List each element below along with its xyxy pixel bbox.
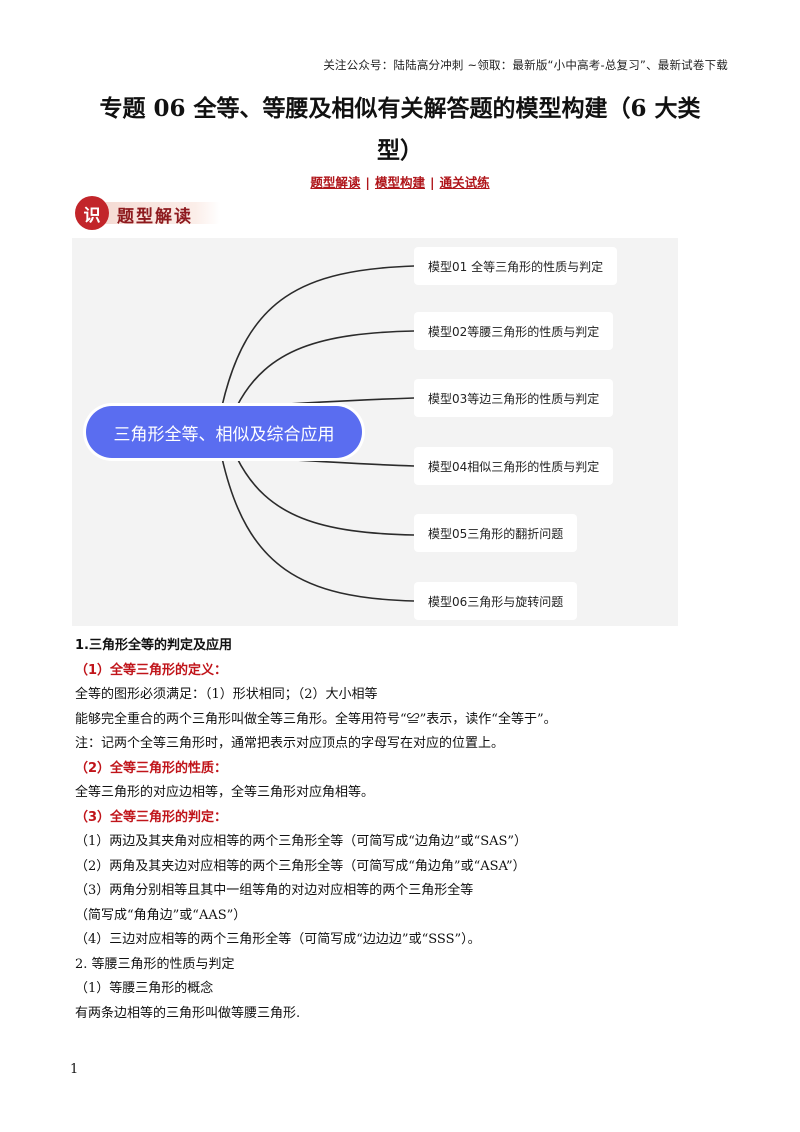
connector-1 — [221, 265, 415, 407]
mindmap-leaf-model-05: 模型05三角形的翻折问题 — [414, 514, 578, 552]
connector-2 — [236, 330, 415, 407]
section-nav: 题型解读 | 模型构建 | 通关试练 — [0, 172, 800, 191]
mindmap-leaf-model-01: 模型01 全等三角形的性质与判定 — [414, 247, 618, 285]
connector-6 — [221, 457, 415, 602]
connector-4 — [256, 457, 415, 467]
subheading-properties: （2）全等三角形的性质： — [75, 760, 228, 776]
banner-label: 题型解读 — [117, 207, 193, 227]
page-title: 专题 06 全等、等腰及相似有关解答题的模型构建（6 大类 型） — [80, 88, 720, 172]
title-line-2: 型） — [377, 137, 423, 164]
page-number: 1 — [70, 1062, 79, 1077]
nav-separator: | — [365, 175, 370, 190]
mindmap-leaf-model-06: 模型06三角形与旋转问题 — [414, 582, 578, 620]
mindmap-center-node: 三角形全等、相似及综合应用 — [86, 406, 362, 458]
heading-congruence: 1.三角形全等的判定及应用 — [75, 638, 232, 653]
nav-link-model-build[interactable]: 模型构建 — [374, 175, 425, 190]
mindmap-diagram: 三角形全等、相似及综合应用 模型01 全等三角形的性质与判定 模型02等腰三角形… — [72, 238, 678, 626]
heading-isosceles: 2. 等腰三角形的性质与判定 — [75, 956, 235, 972]
paragraph-line: （1）两边及其夹角对应相等的两个三角形全等（可简写成“边角边”或“SAS”） — [75, 834, 528, 849]
mindmap-connectors — [221, 265, 415, 602]
paragraph-line: 全等三角形的对应边相等，全等三角形对应角相等。 — [75, 785, 375, 800]
paragraph-line: （4）三边对应相等的两个三角形全等（可简写成“边边边”或“SSS”）。 — [75, 932, 481, 947]
paragraph-line: 有两条边相等的三角形叫做等腰三角形. — [75, 1005, 301, 1021]
title-line-1: 专题 06 全等、等腰及相似有关解答题的模型构建（6 大类 — [99, 95, 701, 122]
nav-separator: | — [430, 175, 435, 190]
paragraph-line: （简写成“角角边”或“AAS”） — [75, 907, 247, 923]
mindmap-leaf-model-04: 模型04相似三角形的性质与判定 — [414, 447, 614, 485]
paragraph-line: 全等的图形必须满足：（1）形状相同；（2）大小相等 — [75, 687, 378, 702]
header-note: 关注公众号：陆陆高分冲刺 ~领取：最新版“小中高考-总复习”、最新试卷下载 — [323, 58, 728, 72]
nav-link-interpretation[interactable]: 题型解读 — [310, 175, 361, 190]
banner-background — [95, 202, 220, 224]
subheading-criteria: （3）全等三角形的判定： — [75, 809, 228, 825]
connector-3 — [256, 397, 415, 407]
subheading-definition: （1）全等三角形的定义： — [75, 662, 228, 678]
mindmap-leaf-model-02: 模型02等腰三角形的性质与判定 — [414, 312, 614, 350]
paragraph-line: （3）两角分别相等且其中一组等角的对边对应相等的两个三角形全等 — [75, 883, 474, 898]
mindmap-leaf-model-03: 模型03等边三角形的性质与判定 — [414, 379, 614, 417]
paragraph-line: （1）等腰三角形的概念 — [75, 981, 214, 996]
paragraph-line: 能够完全重合的两个三角形叫做全等三角形。全等用符号“≌”表示，读作“全等于”。 — [75, 711, 557, 727]
paragraph-line: （2）两角及其夹边对应相等的两个三角形全等（可简写成“角边角”或“ASA”） — [75, 858, 526, 874]
nav-link-practice[interactable]: 通关试练 — [439, 175, 490, 190]
body-content: 1.三角形全等的判定及应用 （1）全等三角形的定义： 全等的图形必须满足：（1）… — [75, 634, 735, 1026]
paragraph-line: 注：记两个全等三角形时，通常把表示对应顶点的字母写在对应的位置上。 — [75, 736, 505, 751]
section-banner: 识 题型解读 — [75, 196, 225, 230]
connector-5 — [236, 457, 415, 536]
banner-badge-icon: 识 — [75, 196, 109, 230]
